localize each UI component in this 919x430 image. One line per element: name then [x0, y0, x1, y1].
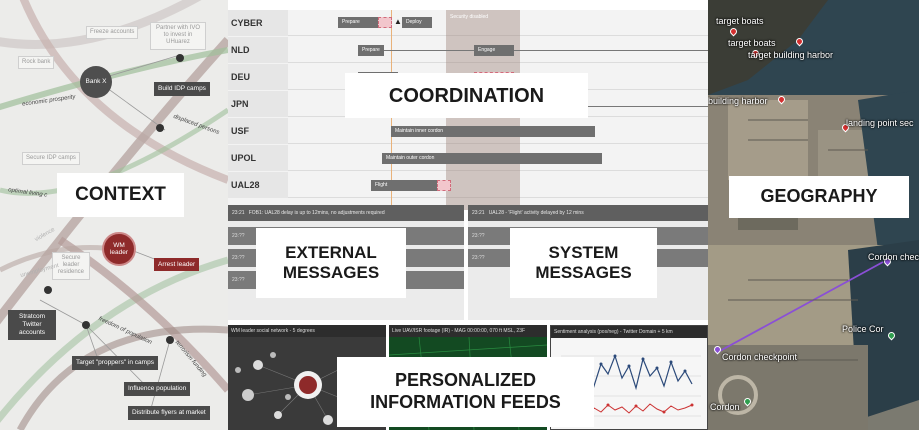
lane-label: UAL28	[228, 172, 288, 198]
bar-upol-maintain[interactable]: Maintain outer cordon	[382, 153, 602, 164]
map-label-cordon-check: Cordon check	[868, 252, 919, 262]
lane-cyber: CYBER	[228, 10, 708, 36]
system-message-text: UAL28 - 'Flight' activity delayed by 12 …	[488, 210, 584, 216]
feed-sentiment-title: Sentiment analysis (pos/neg) - Twitter D…	[551, 326, 707, 338]
map-label-landing-point: landing point sec	[846, 118, 914, 128]
bar-cyber-slack[interactable]	[378, 17, 392, 28]
external-message-header[interactable]: 23:21 FOB1: UAL28 delay is up to 12mins,…	[228, 205, 464, 221]
title-system-messages: SYSTEM MESSAGES	[510, 228, 657, 298]
lane-label: NLD	[228, 37, 288, 63]
system-message-time: 23:21	[472, 210, 485, 216]
context-panel: Freeze accounts Partner with IVO to inve…	[0, 0, 228, 430]
map-label-cordon-checkpoint: Cordon checkpoint	[722, 352, 798, 362]
map-label-target-boats: target boats	[716, 16, 764, 26]
feed-social-title: WM leader social network - 5 degrees	[228, 325, 386, 337]
bar-ual-delay[interactable]	[437, 180, 451, 191]
node-freeze-accounts: Freeze accounts	[86, 26, 139, 40]
title-context: CONTEXT	[57, 173, 184, 217]
node-wm-leader: WM leader	[102, 232, 136, 266]
bar-cyber-prepare[interactable]: Prepare	[338, 17, 378, 28]
lane-usf: USF	[228, 118, 708, 144]
map-label-target-boats: target boats	[728, 38, 776, 48]
map-label-police-cordon: Police Cor	[842, 324, 884, 334]
lane-label: CYBER	[228, 10, 288, 36]
satellite-map	[708, 0, 919, 430]
node-rock-bank: Rock bank	[18, 56, 55, 70]
external-message-time: 23:21	[232, 210, 245, 216]
milestone-triangle-icon: ▲	[394, 17, 402, 26]
node-secure-leader: Secure leader residence	[52, 252, 90, 280]
security-disabled-label: Security disabled	[450, 14, 489, 20]
lane-label: JPN	[228, 91, 288, 117]
title-geography: GEOGRAPHY	[729, 176, 909, 218]
lane-label: DEU	[228, 64, 288, 90]
bar-nld-link	[384, 50, 474, 51]
map-label-building-harbor: building harbor	[708, 96, 768, 106]
feed-uav-title: Live UAV/ISR footage (IR) - MAG 00:00:00…	[389, 325, 547, 337]
map-label-target-building: target building harbor	[748, 50, 834, 60]
bar-ual-flight[interactable]: Flight	[371, 180, 437, 191]
lane-ual28: UAL28	[228, 172, 708, 198]
bar-nld-engage[interactable]: Engage	[474, 45, 514, 56]
node-target-proppers: Target "proppers" in camps	[72, 356, 158, 371]
node-stratcom: Stratcom Twitter accounts	[8, 310, 56, 341]
bar-nld-link-2	[514, 50, 708, 51]
bar-usf-maintain[interactable]: Maintain inner cordon	[391, 126, 595, 137]
node-secure-idp: Secure IDP camps	[22, 152, 80, 166]
lane-label: UPOL	[228, 145, 288, 171]
node-influence-population: Influence population	[124, 382, 191, 397]
lane-upol: UPOL	[228, 145, 708, 171]
node-bank-x: Bank X	[80, 66, 112, 98]
title-external-messages: EXTERNAL MESSAGES	[256, 228, 406, 298]
bar-nld-prepare[interactable]: Prepare	[358, 45, 384, 56]
title-coordination: COORDINATION	[345, 73, 588, 118]
node-partner-ivo: Partner with IVO to invest in UHuarez	[150, 22, 206, 50]
node-arrest-leader: Arrest leader	[154, 258, 200, 271]
system-message-header[interactable]: 23:21 UAL28 - 'Flight' activity delayed …	[468, 205, 708, 221]
lane-label: USF	[228, 118, 288, 144]
external-message-text: FOB1: UAL28 delay is up to 12mins, no ad…	[248, 210, 385, 216]
context-graph-edges	[0, 0, 228, 430]
lane-nld: NLD	[228, 37, 708, 63]
feed-sentiment: Sentiment analysis (pos/neg) - Twitter D…	[550, 325, 708, 430]
node-build-idp: Build IDP camps	[154, 82, 210, 97]
bar-cyber-deploy[interactable]: Deploy	[402, 17, 432, 28]
bar-jpn-link	[588, 106, 708, 107]
map-label-cordon: Cordon	[710, 402, 740, 412]
title-personalized-feeds: PERSONALIZED INFORMATION FEEDS	[337, 357, 594, 427]
node-distribute-flyers: Distribute flyers at market	[128, 406, 210, 421]
